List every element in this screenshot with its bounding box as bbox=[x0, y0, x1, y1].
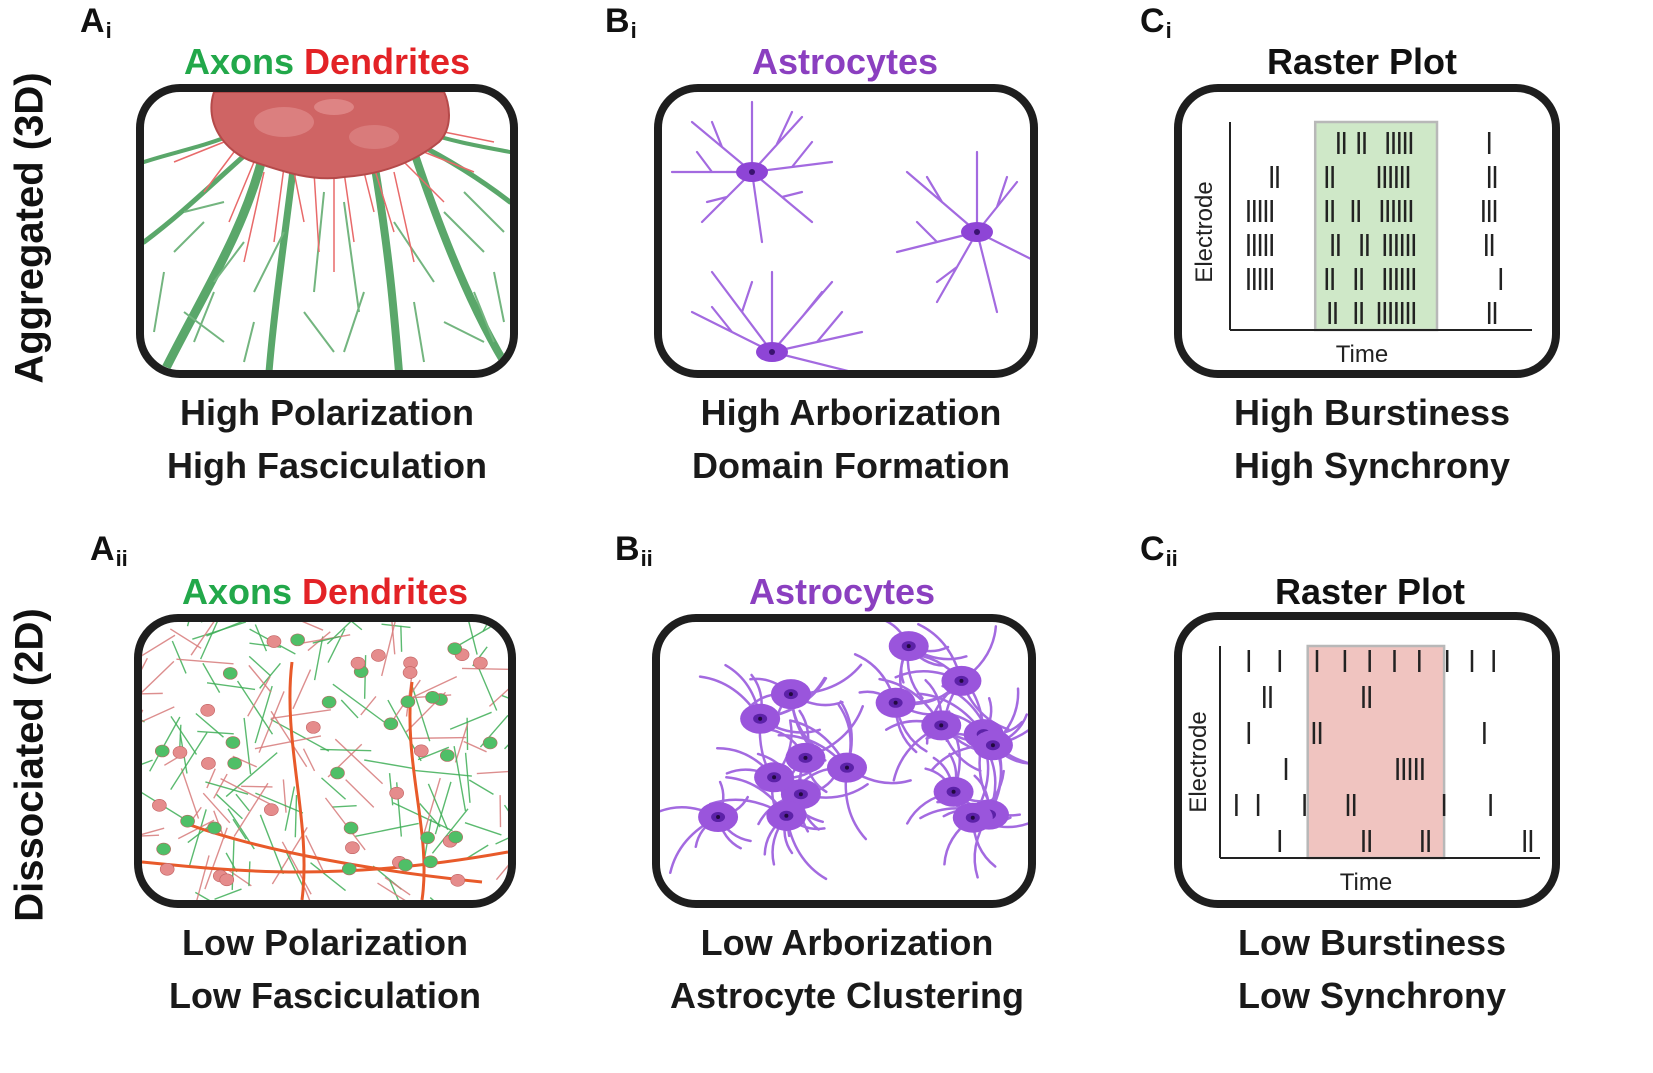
burst-highlight bbox=[1306, 644, 1446, 860]
panel-title-aii: Axons Dendrites bbox=[182, 574, 468, 610]
panel-title-cii: Raster Plot bbox=[1274, 571, 1466, 612]
astrocyte-domains-drawing bbox=[670, 100, 1030, 370]
axon-dendrite-image-aggregated bbox=[136, 84, 518, 378]
panel-letter-ci: Ci bbox=[1140, 2, 1172, 43]
row-label-dissociated: Dissociated (2D) bbox=[7, 608, 52, 922]
panel-letter-ai: Ai bbox=[80, 2, 112, 43]
axons-label: Axons bbox=[183, 41, 294, 82]
astrocyte-image-dissociated bbox=[652, 614, 1036, 908]
panel-title-ci: Raster Plot bbox=[1266, 41, 1458, 82]
x-axis-label: Time bbox=[1336, 341, 1388, 368]
y-axis-label: Electrode bbox=[1185, 711, 1212, 812]
panel-letter-cii: Cii bbox=[1140, 530, 1178, 571]
burst-highlight bbox=[1313, 120, 1439, 332]
axons-label: Axons bbox=[181, 571, 292, 612]
y-axis-label: Electrode bbox=[1191, 181, 1218, 282]
raster-plot-frame-dissociated: Electrode Time bbox=[1174, 612, 1560, 908]
panel-letter-aii: Aii bbox=[90, 530, 128, 571]
x-axis-label: Time bbox=[1340, 869, 1392, 896]
raster-plot-frame-aggregated: Electrode Time bbox=[1174, 84, 1560, 378]
astrocyte-cluster-drawing bbox=[660, 622, 1028, 881]
panel-title-bi: Astrocytes bbox=[751, 41, 939, 82]
dendrites-label: Dendrites bbox=[302, 571, 469, 612]
astrocyte-image-aggregated bbox=[654, 84, 1038, 378]
raster-plot-aggregated: Electrode Time bbox=[1191, 120, 1532, 368]
panel-letter-bii: Bii bbox=[615, 530, 653, 571]
aggregate-neurite-drawing bbox=[144, 92, 510, 370]
dissociated-neurite-drawing bbox=[142, 622, 508, 900]
dendrites-label: Dendrites bbox=[304, 41, 471, 82]
panel-title-bii: Astrocytes bbox=[748, 571, 936, 612]
row-label-aggregated: Aggregated (3D) bbox=[7, 72, 52, 384]
axon-dendrite-image-dissociated bbox=[134, 614, 516, 908]
panel-letter-bi: Bi bbox=[605, 2, 637, 43]
raster-plot-dissociated: Electrode Time bbox=[1185, 644, 1540, 896]
panel-title-ai: Axons Dendrites bbox=[184, 44, 470, 80]
